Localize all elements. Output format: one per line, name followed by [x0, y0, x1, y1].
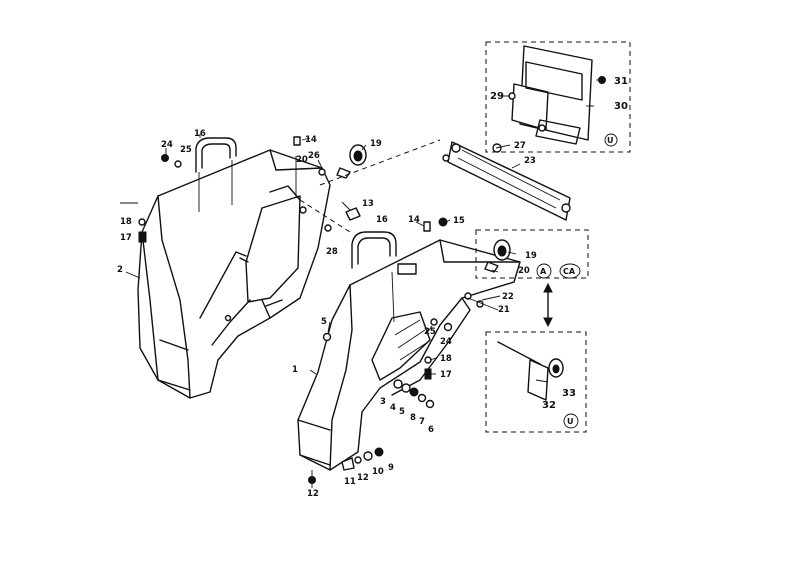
callout-29: 29 — [490, 91, 504, 102]
callout-13: 13 — [362, 199, 374, 209]
callout-3: 3 — [380, 397, 386, 407]
variant-code-u-bottom: U — [567, 417, 574, 426]
bracket-23 — [442, 141, 571, 221]
handle-left — [195, 137, 237, 212]
alignment-line-2 — [299, 199, 351, 233]
handle-right — [351, 231, 397, 269]
callout-2: 2 — [117, 265, 123, 275]
callout-17-right: 17 — [440, 370, 452, 380]
callout-14-top: 14 — [305, 135, 317, 145]
callout-9: 9 — [388, 463, 394, 473]
callout-4: 4 — [390, 403, 396, 413]
callout-25-right: 25 — [424, 327, 436, 337]
callout-6: 6 — [428, 425, 434, 435]
callout-12-bottom: 12 — [307, 489, 319, 499]
callout-27: 27 — [514, 141, 526, 151]
variant-code-u-top: U — [607, 136, 614, 145]
inset-bottom — [485, 331, 587, 433]
callout-20-inset: 20 — [518, 266, 530, 276]
callout-26: 26 — [308, 151, 320, 161]
callout-19-inset: 19 — [525, 251, 537, 261]
callout-7: 7 — [419, 417, 425, 427]
callout-5-left: 5 — [321, 317, 327, 327]
inset-middle — [475, 229, 589, 279]
callout-18-right: 18 — [440, 354, 452, 364]
callout-16-right: 16 — [376, 215, 388, 225]
callout-16-left: 16 — [194, 129, 206, 139]
callout-31: 31 — [614, 76, 628, 87]
variant-codes: A CA U U — [540, 133, 618, 426]
callout-23: 23 — [524, 156, 536, 166]
callout-1: 1 — [292, 365, 298, 375]
callout-19-top: 19 — [370, 139, 382, 149]
callout-12-mid: 12 — [357, 473, 369, 483]
variant-code-a: A — [540, 267, 547, 276]
callout-14-mid: 14 — [408, 215, 420, 225]
connector-arrow — [543, 282, 553, 328]
callout-20-top: 20 — [296, 155, 308, 165]
callout-33: 33 — [562, 388, 576, 399]
callout-18-left: 18 — [120, 217, 132, 227]
callout-labels: 1 2 3 4 5 5 8 7 6 9 10 12 11 12 13 14 14… — [117, 76, 628, 499]
inset-top — [485, 41, 631, 153]
callout-25-left: 25 — [180, 145, 192, 155]
callout-17-left: 17 — [120, 233, 132, 243]
callout-30: 30 — [614, 101, 628, 112]
leader-lines — [165, 79, 604, 375]
callout-10: 10 — [372, 467, 384, 477]
callout-22: 22 — [502, 292, 514, 302]
callout-8: 8 — [410, 413, 416, 423]
callout-15: 15 — [453, 216, 465, 226]
callout-24-right: 24 — [440, 337, 452, 347]
callout-28: 28 — [326, 247, 338, 257]
reflector-top — [336, 144, 367, 179]
callout-24-left: 24 — [161, 140, 173, 150]
left-fender-assembly — [137, 149, 331, 399]
right-hardware — [308, 217, 484, 488]
bracket-13 — [345, 207, 361, 221]
callout-5-right: 5 — [399, 407, 405, 417]
callout-21: 21 — [498, 305, 510, 315]
callout-32: 32 — [542, 400, 556, 411]
right-fender-assembly — [297, 239, 521, 471]
alignment-line — [319, 139, 441, 186]
callout-11: 11 — [344, 477, 356, 487]
left-hardware — [120, 136, 332, 279]
variant-code-ca: CA — [563, 267, 576, 276]
